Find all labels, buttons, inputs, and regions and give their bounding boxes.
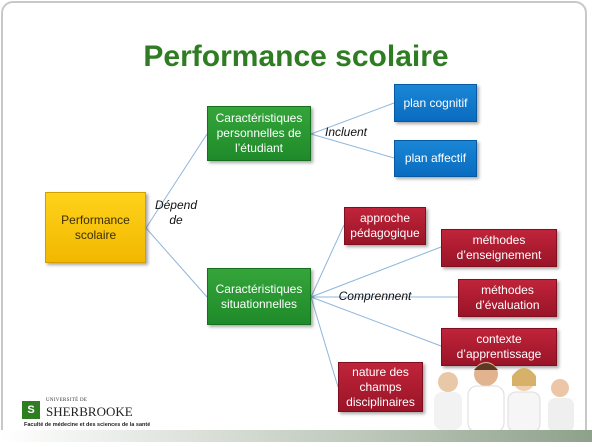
connector-situational-disciplines — [310, 296, 339, 388]
connector-root-personal — [145, 133, 208, 229]
university-logo-mark: S — [22, 401, 40, 419]
node-personal-label: Caractéristiques personnelles de l’étudi… — [215, 111, 303, 155]
node-cognitive-label: plan cognitif — [403, 95, 468, 110]
logo-university-name: SHERBROOKE — [46, 404, 133, 419]
edge-label-depends: Dépend de — [154, 198, 198, 227]
medical-staff-illustration — [434, 362, 574, 432]
person-4-icon — [548, 379, 574, 432]
node-disciplines: nature des champs disciplinaires — [338, 362, 423, 412]
node-personal: Caractéristiques personnelles de l’étudi… — [207, 106, 311, 161]
footer-bar — [0, 430, 592, 442]
node-situational-label: Caractéristiques situationnelles — [215, 281, 303, 311]
connector-personal-cognitive — [310, 102, 395, 135]
connector-root-situational — [145, 227, 208, 298]
connector-personal-affective — [310, 133, 395, 159]
node-affective-label: plan affectif — [404, 151, 467, 165]
node-evaluation-methods-label: méthodes d’évaluation — [475, 283, 540, 312]
person-2-icon — [467, 362, 505, 432]
connector-situational-pedagogical — [310, 224, 345, 298]
logo-faculty: Faculté de médecine et des sciences de l… — [24, 422, 151, 428]
node-disciplines-label: nature des champs disciplinaires — [346, 364, 415, 409]
node-learning-context-label: contexte d’apprentissage — [456, 332, 542, 361]
connector-situational-teaching — [310, 246, 442, 298]
node-teaching-methods: méthodes d’enseignement — [441, 229, 557, 267]
node-cognitive: plan cognitif — [394, 84, 477, 122]
edge-label-comprise: Comprennent — [338, 289, 412, 303]
node-teaching-methods-label: méthodes d’enseignement — [456, 233, 542, 262]
node-root-label: Performance scolaire — [61, 212, 130, 242]
person-3-icon — [507, 368, 541, 432]
node-situational: Caractéristiques situationnelles — [207, 268, 311, 325]
node-evaluation-methods: méthodes d’évaluation — [458, 279, 557, 317]
node-root: Performance scolaire — [45, 192, 146, 263]
person-1-icon — [434, 372, 462, 430]
connector-situational-context — [310, 296, 442, 347]
node-learning-context: contexte d’apprentissage — [441, 328, 557, 366]
node-pedagogical: approche pédagogique — [344, 207, 426, 245]
edge-label-include: Incluent — [324, 125, 368, 139]
node-pedagogical-label: approche pédagogique — [350, 211, 420, 240]
logo-university-label: UNIVERSITÉ DE — [46, 398, 88, 403]
node-affective: plan affectif — [394, 140, 477, 177]
university-logo: S UNIVERSITÉ DE SHERBROOKE Faculté de mé… — [22, 398, 172, 438]
slide-title: Performance scolaire — [143, 40, 449, 73]
